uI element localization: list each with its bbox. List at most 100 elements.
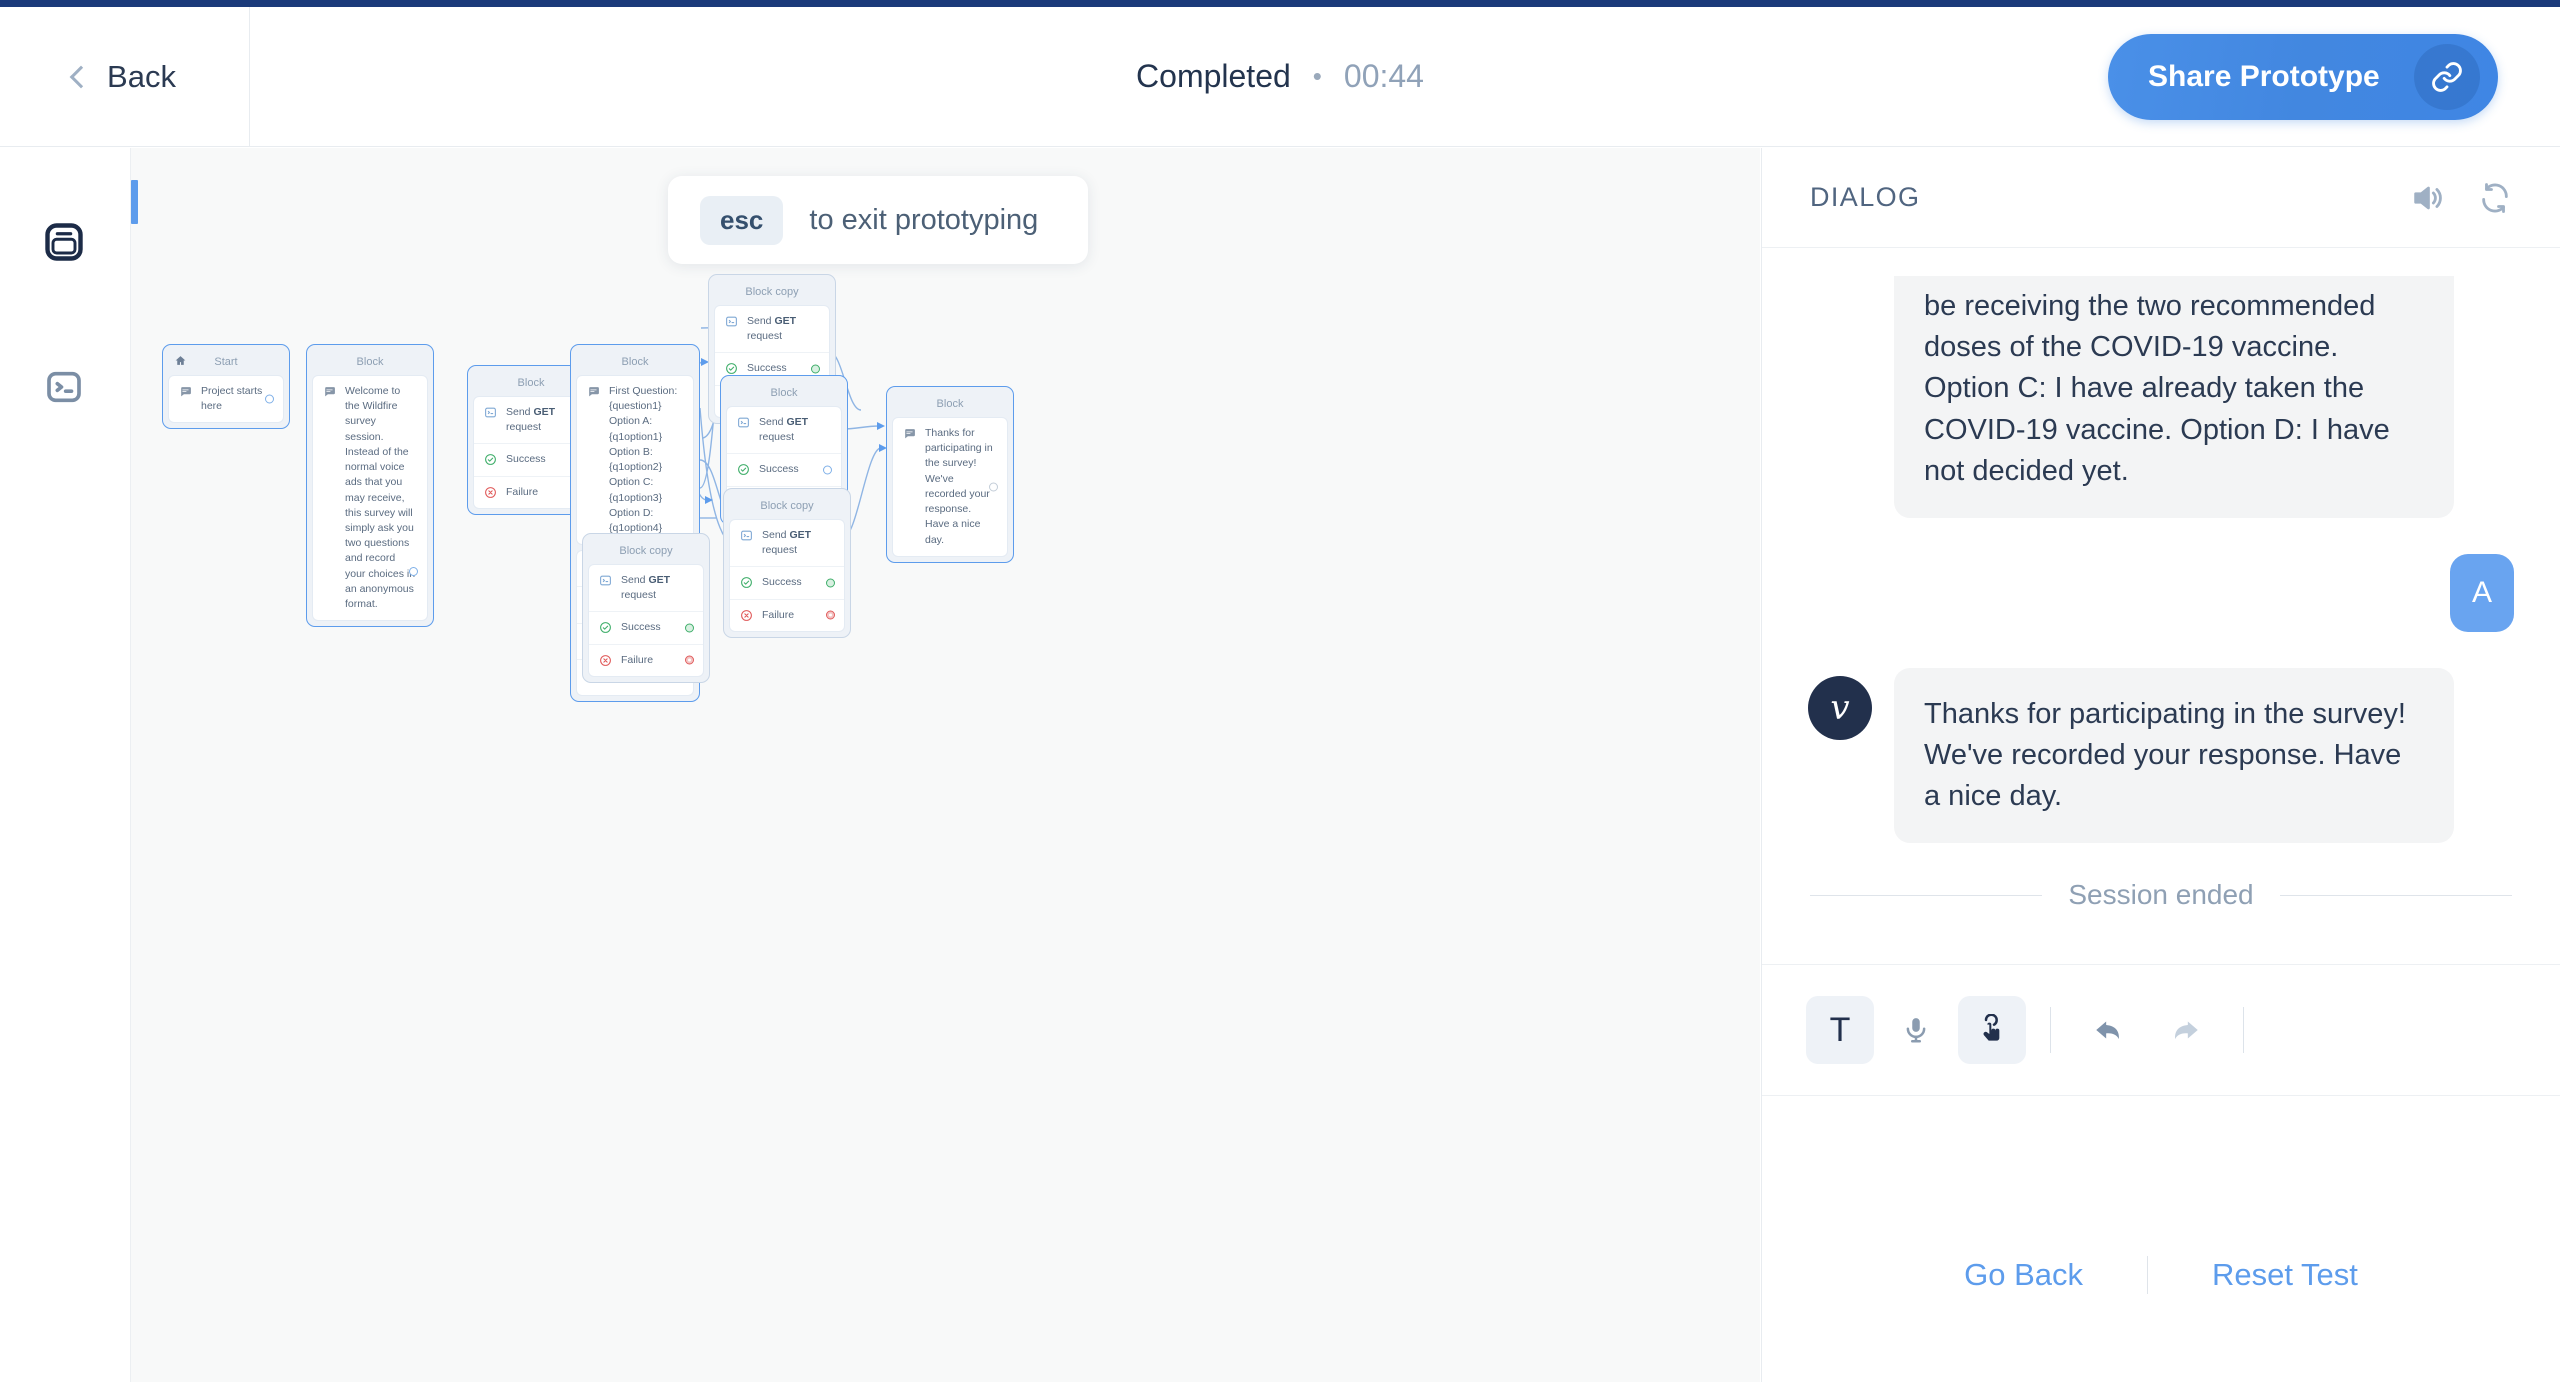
node-port[interactable] bbox=[409, 567, 418, 577]
node-row[interactable]: Project starts here bbox=[169, 376, 283, 422]
back-button[interactable]: Back bbox=[0, 7, 250, 146]
x-circle-icon bbox=[740, 609, 753, 622]
speech-bubble-icon bbox=[903, 427, 916, 440]
node-row[interactable]: Failure bbox=[589, 643, 703, 676]
node-row-label: Project starts here bbox=[201, 385, 263, 413]
speaker-icon[interactable] bbox=[2410, 181, 2444, 215]
left-rail bbox=[0, 148, 131, 1382]
node-row[interactable]: First Question: {question1} Option A: {q… bbox=[577, 376, 693, 544]
node-row-label: Success bbox=[506, 453, 546, 466]
node-title: Start bbox=[214, 356, 238, 368]
node-port[interactable] bbox=[989, 482, 998, 492]
speech-bubble-icon bbox=[179, 385, 192, 398]
dialog-panel-header: DIALOG bbox=[1762, 148, 2560, 248]
node-row[interactable]: Success bbox=[589, 611, 703, 643]
app-header: Back Completed • 00:44 Share Prototype bbox=[0, 7, 2560, 147]
node-port[interactable] bbox=[265, 394, 274, 404]
avatar-bot: v bbox=[1808, 675, 1872, 740]
node-row-label: Success bbox=[762, 576, 802, 589]
check-circle-icon bbox=[725, 362, 738, 375]
node-body: Welcome to the Wildfire survey session. … bbox=[312, 375, 428, 622]
message-bubble: be receiving the two recommended doses o… bbox=[1894, 276, 2454, 518]
dialog-title: DIALOG bbox=[1810, 182, 1921, 212]
node-row[interactable]: Success bbox=[727, 453, 841, 485]
node-body: Thanks for participating in the survey! … bbox=[892, 417, 1008, 557]
node-row[interactable]: Welcome to the Wildfire survey session. … bbox=[313, 376, 427, 620]
message-row-user: A bbox=[1808, 553, 2514, 632]
node-title: Block bbox=[770, 387, 798, 399]
terminal-icon bbox=[740, 529, 753, 542]
node-row[interactable]: Send GET request bbox=[727, 407, 841, 453]
node-title: Block bbox=[356, 356, 384, 368]
footer-divider bbox=[2147, 1256, 2148, 1294]
tap-tool-button[interactable] bbox=[1958, 996, 2026, 1064]
flow-canvas[interactable]: esc to exit prototyping Start Project st… bbox=[131, 148, 1760, 1382]
dialog-panel: DIALOG be receiving the two recommended … bbox=[1761, 148, 2560, 1382]
terminal-icon bbox=[737, 416, 750, 429]
redo-button[interactable] bbox=[2151, 996, 2219, 1064]
node-port-success[interactable] bbox=[823, 465, 832, 475]
node-title: Block bbox=[621, 356, 649, 368]
node-row[interactable]: Failure bbox=[730, 598, 844, 631]
share-prototype-button[interactable]: Share Prototype bbox=[2108, 34, 2498, 120]
flow-node-start[interactable]: Start Project starts here bbox=[162, 344, 290, 430]
divider-line bbox=[2279, 894, 2513, 896]
undo-button[interactable] bbox=[2075, 996, 2143, 1064]
terminal-icon[interactable] bbox=[38, 361, 90, 413]
composer-toolbar: T bbox=[1762, 964, 2560, 1096]
node-port-success[interactable] bbox=[685, 623, 694, 633]
divider-line bbox=[1810, 894, 2043, 896]
check-circle-icon bbox=[737, 463, 750, 476]
top-accent-strip bbox=[0, 0, 2560, 7]
go-back-button[interactable]: Go Back bbox=[1964, 1257, 2083, 1292]
node-row-label: Success bbox=[759, 463, 799, 476]
session-ended-divider: Session ended bbox=[1808, 879, 2514, 911]
footer-actions: Go Back Reset Test bbox=[1762, 1256, 2560, 1294]
node-row-label: Send GET request bbox=[747, 315, 797, 343]
link-icon bbox=[2414, 44, 2480, 110]
terminal-icon bbox=[599, 574, 612, 587]
node-row-label: Welcome to the Wildfire survey session. … bbox=[345, 385, 416, 611]
node-row-label: Failure bbox=[506, 485, 539, 498]
message-bubble: Thanks for participating in the survey! … bbox=[1894, 667, 2454, 844]
node-row-label: Send GET request bbox=[759, 416, 809, 444]
flow-board-icon[interactable] bbox=[38, 216, 90, 268]
flow-node-welcome[interactable]: Block Welcome to the Wildfire survey ses… bbox=[306, 344, 434, 628]
node-port-failure[interactable] bbox=[685, 655, 694, 665]
status-separator: • bbox=[1312, 61, 1322, 91]
session-ended-label: Session ended bbox=[2068, 879, 2254, 911]
terminal-icon bbox=[725, 315, 738, 328]
node-port-success[interactable] bbox=[811, 364, 820, 374]
text-tool-label: T bbox=[1829, 1010, 1851, 1049]
restart-icon[interactable] bbox=[2478, 181, 2512, 215]
node-row[interactable]: Send GET request bbox=[474, 397, 588, 443]
node-port-failure[interactable] bbox=[826, 610, 835, 620]
node-row[interactable]: Send GET request bbox=[589, 565, 703, 611]
node-row[interactable]: Send GET request bbox=[715, 306, 829, 352]
node-row-label: Success bbox=[621, 621, 661, 634]
canvas-accent-bar bbox=[131, 180, 138, 224]
node-row[interactable]: Send GET request bbox=[730, 520, 844, 566]
node-row-label: Failure bbox=[621, 653, 654, 666]
flow-node-thanks[interactable]: Block Thanks for participating in the su… bbox=[886, 386, 1014, 563]
node-title: Block copy bbox=[619, 545, 673, 557]
node-row-label: First Question: {question1} Option A: {q… bbox=[609, 385, 678, 534]
node-port-success[interactable] bbox=[826, 578, 835, 588]
node-row[interactable]: Success bbox=[730, 566, 844, 598]
microphone-tool-button[interactable] bbox=[1882, 996, 1950, 1064]
reset-test-button[interactable]: Reset Test bbox=[2212, 1257, 2358, 1292]
session-timer: 00:44 bbox=[1343, 58, 1424, 94]
flow-node-get-copy-left[interactable]: Block copy Send GET request Success Fail bbox=[582, 533, 710, 683]
node-row-label: Failure bbox=[762, 608, 795, 621]
speech-bubble-icon bbox=[587, 385, 600, 398]
node-row[interactable]: Success bbox=[715, 352, 829, 384]
text-tool-button[interactable]: T bbox=[1806, 996, 1874, 1064]
terminal-icon bbox=[484, 406, 497, 419]
message-list[interactable]: be receiving the two recommended doses o… bbox=[1762, 248, 2560, 1038]
exit-prototyping-tooltip: esc to exit prototyping bbox=[668, 176, 1088, 264]
node-row[interactable]: Thanks for participating in the survey! … bbox=[893, 418, 1007, 556]
node-row-label: Send GET request bbox=[621, 574, 671, 602]
esc-key-badge: esc bbox=[700, 195, 784, 245]
node-row-label: Send GET request bbox=[762, 529, 812, 557]
flow-node-get-copy-bottom[interactable]: Block copy Send GET request Success Fail bbox=[723, 488, 851, 638]
